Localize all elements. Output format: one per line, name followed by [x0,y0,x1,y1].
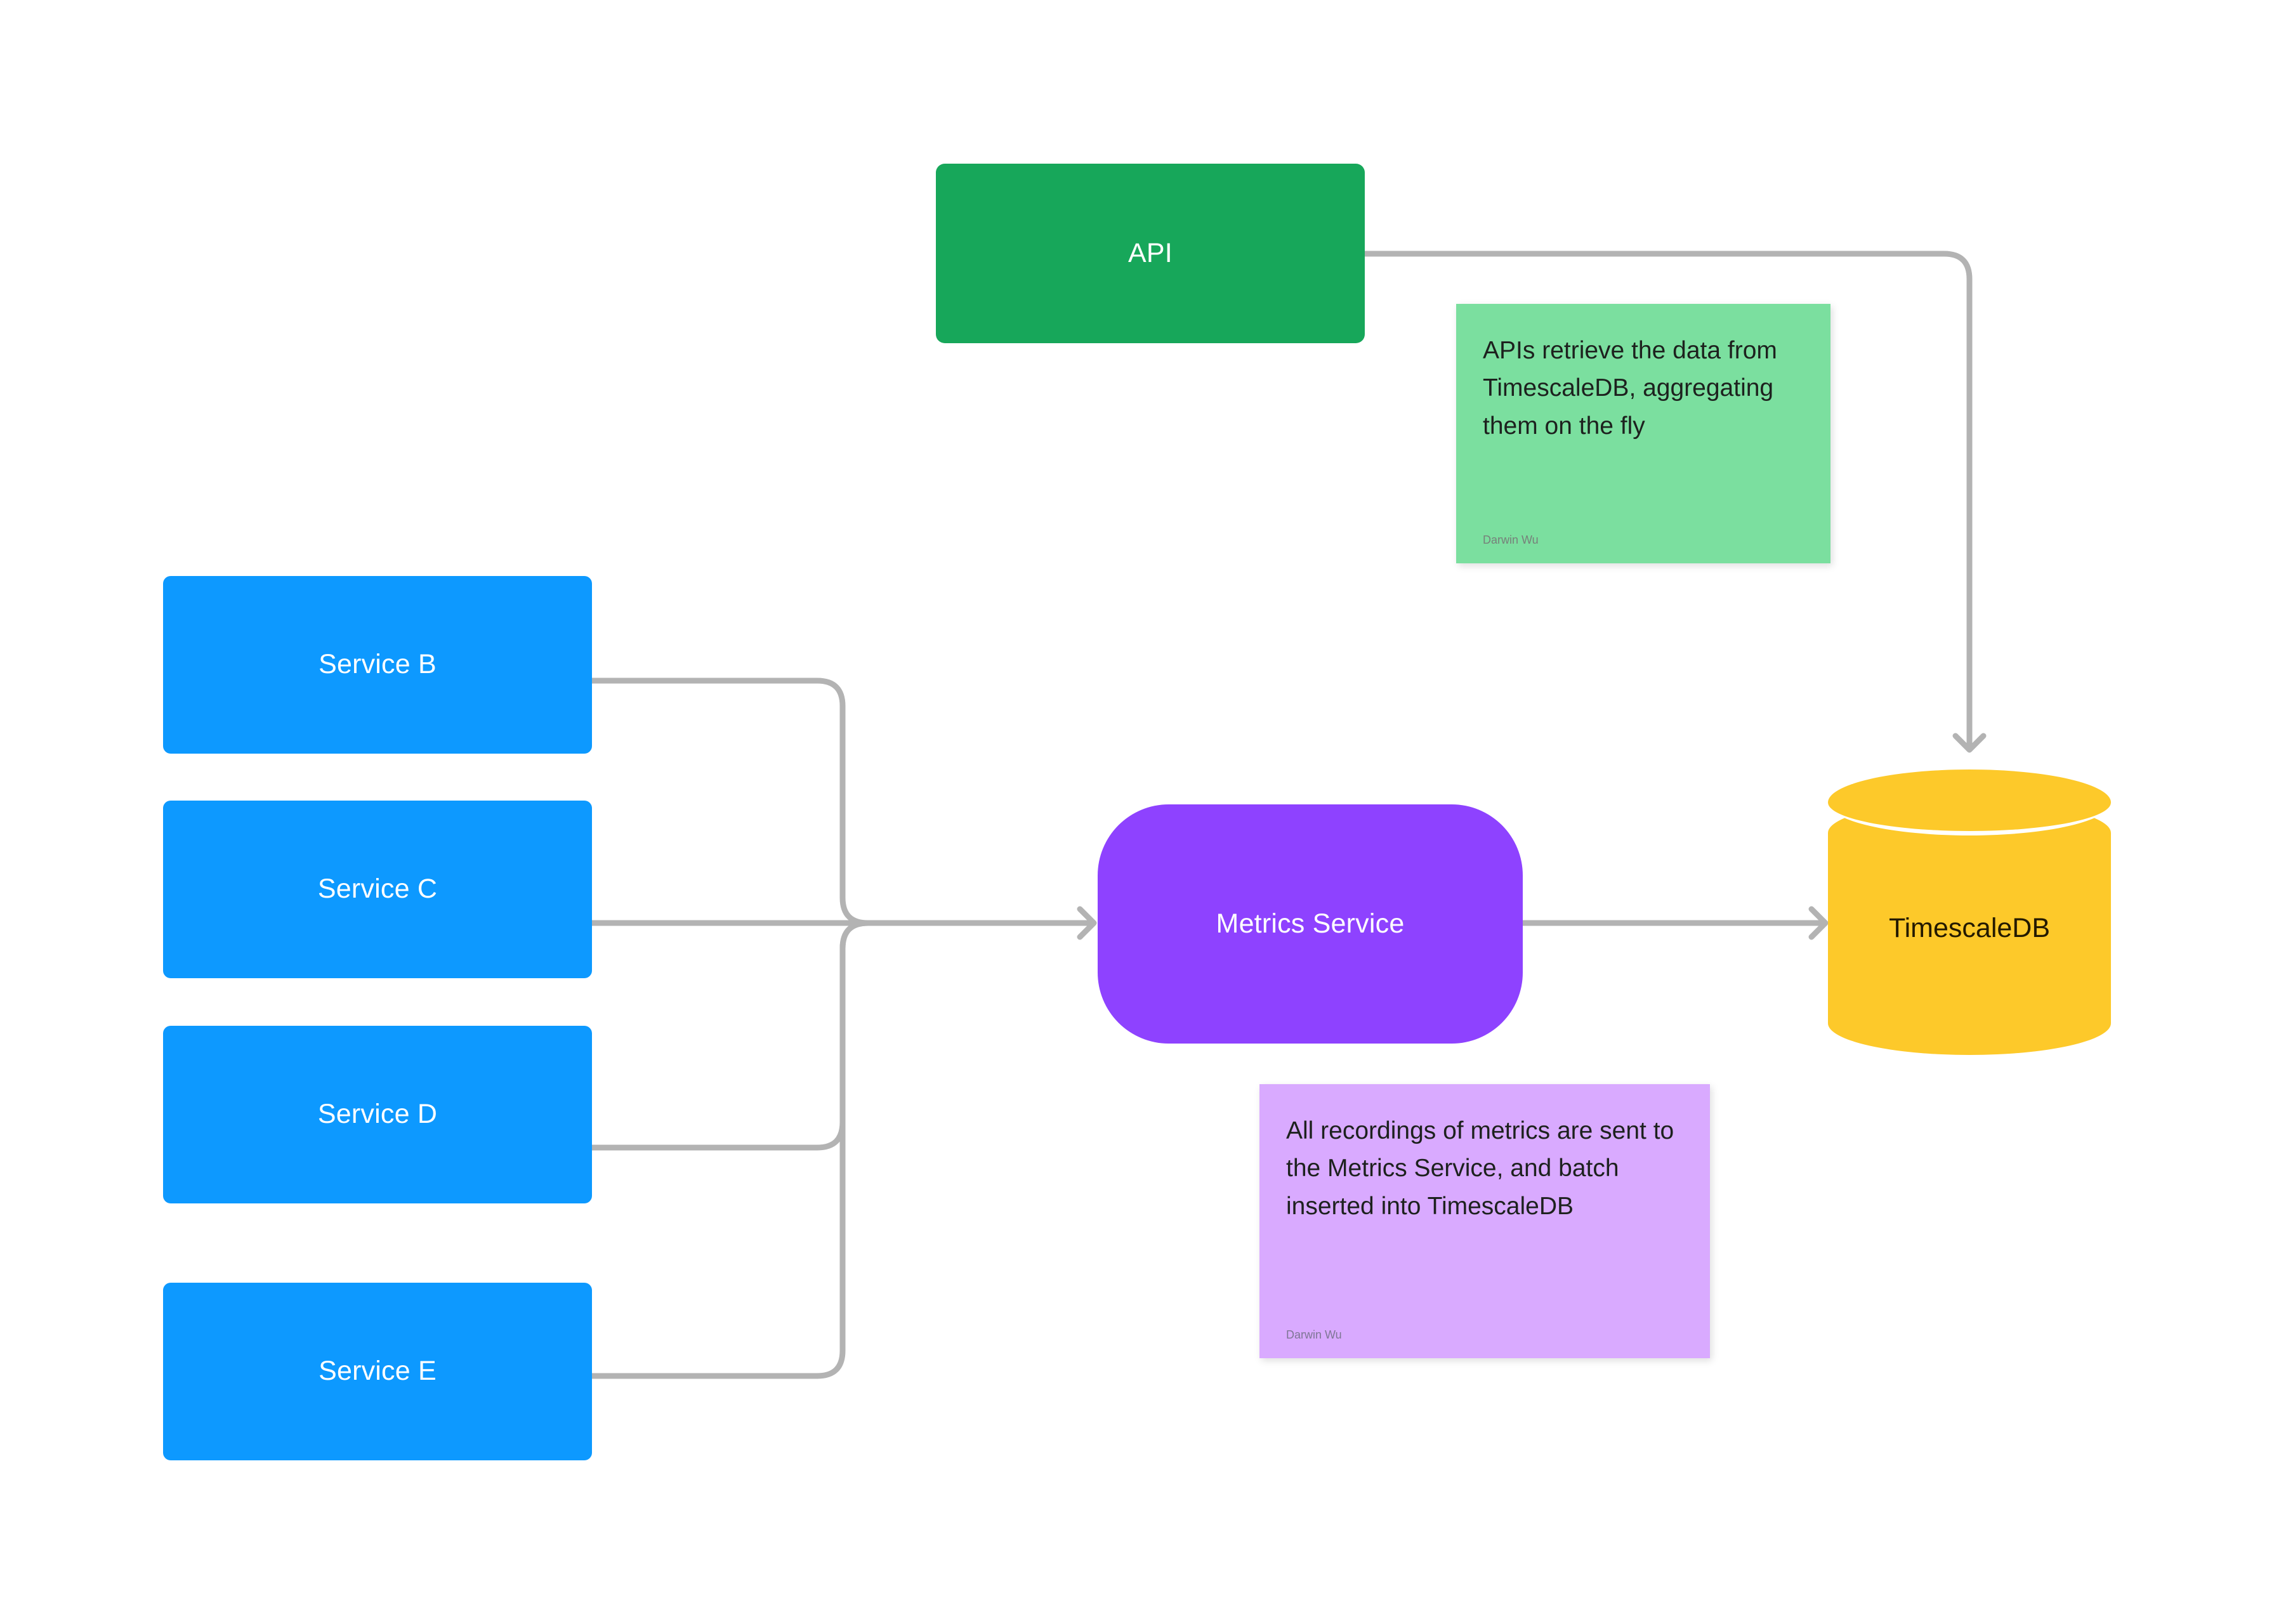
node-api[interactable]: API [936,164,1365,343]
node-database-timescaledb[interactable]: TimescaleDB [1828,769,2111,1087]
sticky-note-api[interactable]: APIs retrieve the data from TimescaleDB,… [1456,304,1830,563]
sticky-note-metrics-author: Darwin Wu [1286,1328,1342,1341]
node-service-b[interactable]: Service B [163,576,592,754]
arrowhead-into-database-left [1808,906,1829,940]
node-api-label: API [1128,237,1173,268]
node-metrics-service-label: Metrics Service [1216,908,1405,939]
edge-service-e-to-metrics [589,920,871,1379]
node-service-d-label: Service D [317,1099,438,1130]
edge-service-d-to-metrics [589,920,871,1151]
sticky-note-api-author: Darwin Wu [1483,534,1539,546]
node-service-e-label: Service E [319,1356,437,1387]
node-metrics-service[interactable]: Metrics Service [1098,804,1523,1044]
node-service-e[interactable]: Service E [163,1283,592,1460]
node-service-d[interactable]: Service D [163,1026,592,1203]
cylinder-top-ellipse-shape [1828,769,2111,835]
node-service-b-label: Service B [319,649,437,680]
sticky-note-api-text: APIs retrieve the data from TimescaleDB,… [1483,337,1777,440]
sticky-note-metrics-text: All recordings of metrics are sent to th… [1286,1117,1674,1220]
arrowhead-into-metrics-service [1077,906,1097,940]
node-service-c[interactable]: Service C [163,801,592,978]
cylinder-body-shape [1828,801,2111,1055]
node-service-c-label: Service C [317,874,438,905]
node-database-label: TimescaleDB [1888,912,2051,943]
arrowhead-into-database-top [1952,733,1987,753]
sticky-note-metrics[interactable]: All recordings of metrics are sent to th… [1259,1084,1710,1358]
edge-service-b-to-metrics [589,678,871,926]
